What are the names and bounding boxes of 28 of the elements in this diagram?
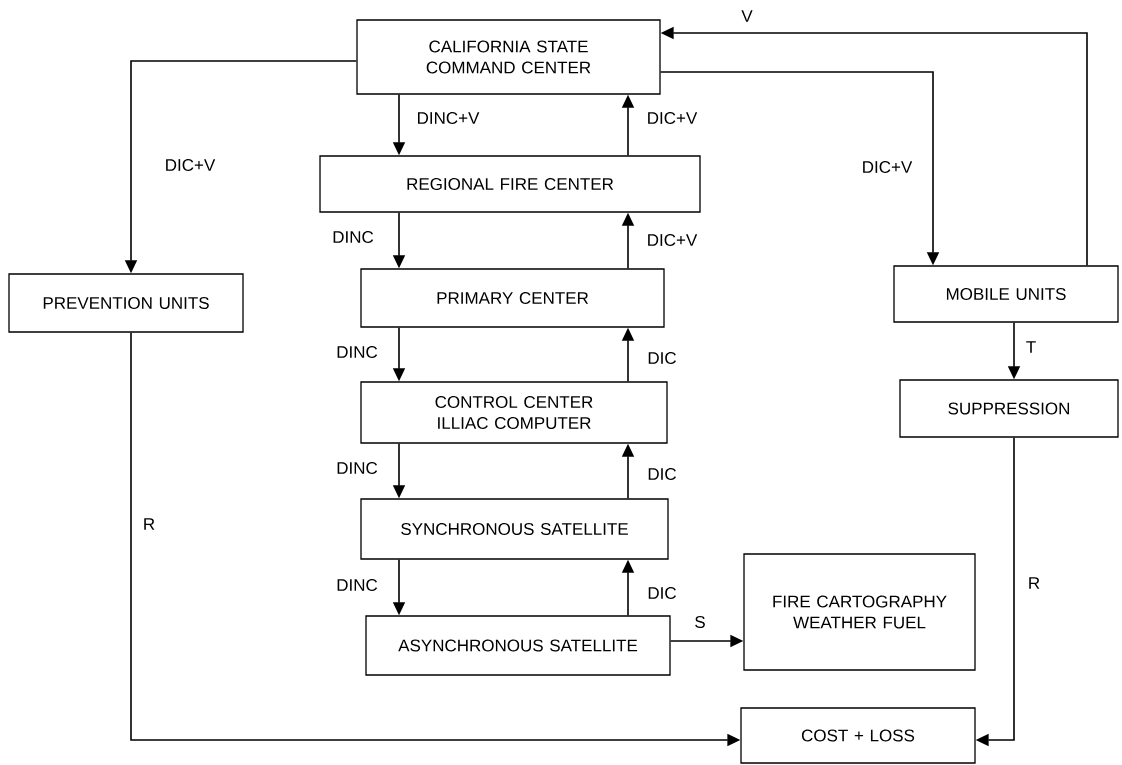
edge-label: DIC+V [860,160,914,174]
process-box: SUPPRESSION [899,379,1119,438]
edge-label: DINC [335,578,379,592]
edge-label: DINC [335,345,379,359]
edge-label: DIC+V [163,158,217,172]
process-box: PRIMARY CENTER [360,268,665,328]
edge-label: DINC [331,230,375,244]
edge-label: R [141,517,157,531]
edge-label: DINC+V [415,111,481,125]
process-box: REGIONAL FIRE CENTER [319,155,701,213]
process-box: SYNCHRONOUS SATELLITE [360,498,669,560]
edge-label: DIC [646,467,678,481]
edge-label: DINC [335,461,379,475]
edge-label: DIC+V [645,233,699,247]
process-box: MOBILE UNITS [893,265,1119,323]
process-box: FIRE CARTOGRAPHY WEATHER FUEL [743,553,976,671]
process-box: CALIFORNIA STATE COMMAND CENTER [356,19,661,95]
edge-label: DIC [646,586,678,600]
edge-label: V [740,9,754,23]
edge-label: DIC+V [645,111,699,125]
process-box: CONTROL CENTER ILLIAC COMPUTER [360,381,668,444]
edge-label: S [693,615,707,629]
edge-label: DIC [646,351,678,365]
edge-label: R [1026,576,1042,590]
process-box: COST + LOSS [740,707,976,764]
edge-label: T [1024,340,1038,354]
process-box: PREVENTION UNITS [8,273,244,333]
process-box: ASYNCHRONOUS SATELLITE [365,615,671,676]
